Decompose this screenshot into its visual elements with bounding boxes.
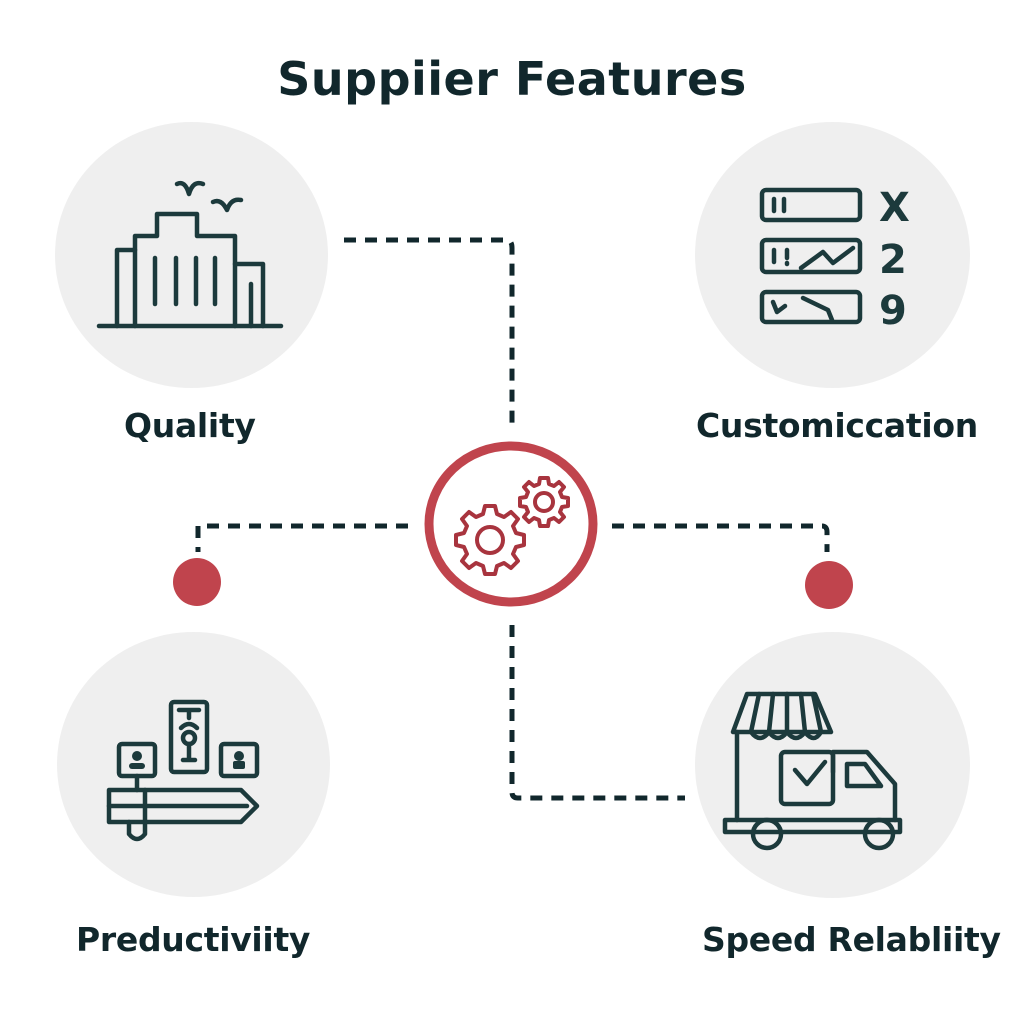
connector-customization xyxy=(612,523,830,552)
profiles-and-arrow-icon xyxy=(106,699,260,842)
list-marker-9: 9 xyxy=(879,288,907,334)
option-list-icon: X 2 9 xyxy=(759,185,910,334)
gears-icon xyxy=(424,441,598,607)
list-marker-x: X xyxy=(879,185,910,231)
connector-quality xyxy=(344,237,515,425)
connector-dot-left xyxy=(173,558,221,606)
diagram-title: Suppiier Features xyxy=(277,52,747,106)
store-delivery-truck-icon xyxy=(722,691,903,851)
feature-label-speed-reliability: Speed Relabliity xyxy=(702,920,1001,959)
feature-speed-reliability[interactable] xyxy=(695,632,970,898)
connector-dot-right xyxy=(805,561,853,609)
feature-customization[interactable]: X 2 9 xyxy=(695,122,970,388)
buildings-with-birds-icon xyxy=(96,180,284,329)
list-marker-2: 2 xyxy=(879,237,907,283)
feature-label-customization: Customiccation xyxy=(696,406,978,445)
feature-label-productivity: Preductiviity xyxy=(76,920,311,959)
feature-productivity[interactable] xyxy=(57,632,330,897)
hub-gears[interactable] xyxy=(420,438,602,610)
connector-speed-reliability xyxy=(509,625,685,801)
feature-quality[interactable] xyxy=(55,122,328,388)
feature-label-quality: Quality xyxy=(124,406,256,445)
connector-productivity xyxy=(195,523,408,552)
